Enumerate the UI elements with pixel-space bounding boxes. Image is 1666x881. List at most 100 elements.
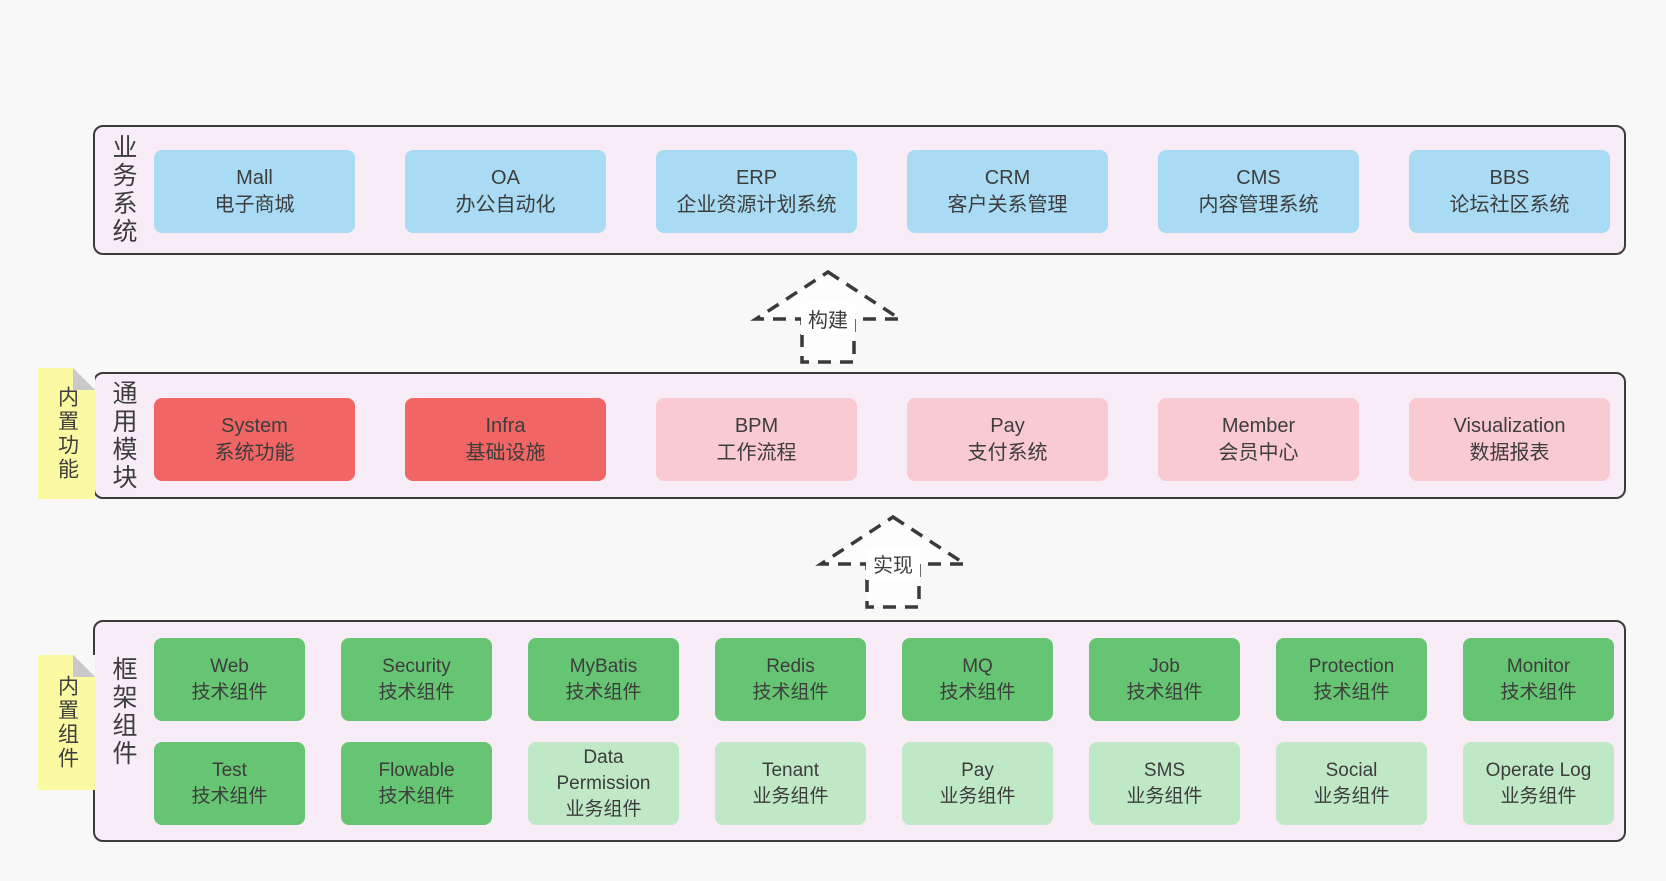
box-title: ERP <box>735 166 778 189</box>
box-mybatis: MyBatis 技术组件 <box>528 638 679 721</box>
band-framework-components: 框架组件 Web 技术组件 Security 技术组件 MyBatis 技术组件… <box>93 620 1626 842</box>
box-title: Pay <box>990 414 1025 437</box>
box-title: Redis <box>766 655 815 677</box>
framework-components-row-2: Test 技术组件 Flowable 技术组件 Data Permission … <box>154 742 1614 825</box>
band-label-business-systems: 业务系统 <box>109 134 137 246</box>
box-title: CMS <box>1236 166 1281 189</box>
band-common-modules: 通用模块 System 系统功能 Infra 基础设施 BPM 工作流程 Pay… <box>93 372 1626 499</box>
box-mq: MQ 技术组件 <box>902 638 1053 721</box>
box-title: Infra <box>485 414 526 437</box>
box-subtitle: 业务组件 <box>565 798 642 820</box>
box-data-permission: Data Permission 业务组件 <box>528 742 679 825</box>
box-title: OA <box>491 166 520 189</box>
box-subtitle: 支付系统 <box>967 441 1048 464</box>
box-subtitle: 技术组件 <box>752 681 829 703</box>
box-subtitle: 业务组件 <box>939 785 1016 807</box>
sticky-note-builtin-features: 内置功能 <box>38 368 95 499</box>
box-title: Test <box>212 759 247 781</box>
box-visualization: Visualization 数据报表 <box>1409 398 1610 481</box>
box-subtitle: 技术组件 <box>1500 681 1577 703</box>
box-subtitle: 业务组件 <box>1126 785 1203 807</box>
box-security: Security 技术组件 <box>341 638 492 721</box>
box-subtitle: 技术组件 <box>378 785 455 807</box>
folded-corner-icon <box>73 368 95 390</box>
box-subtitle: 系统功能 <box>214 441 295 464</box>
box-social: Social 业务组件 <box>1276 742 1427 825</box>
box-subtitle: 技术组件 <box>565 681 642 703</box>
box-title: Monitor <box>1506 655 1571 677</box>
box-oa: OA 办公自动化 <box>405 150 606 233</box>
band-label-common-modules: 通用模块 <box>109 379 137 492</box>
box-redis: Redis 技术组件 <box>715 638 866 721</box>
box-title: MQ <box>962 655 993 677</box>
box-tenant: Tenant 业务组件 <box>715 742 866 825</box>
box-subtitle: 业务组件 <box>752 785 829 807</box>
folded-corner-icon <box>73 655 95 677</box>
box-pay-business: Pay 业务组件 <box>902 742 1053 825</box>
box-crm: CRM 客户关系管理 <box>907 150 1108 233</box>
sticky-note-text: 内置组件 <box>55 674 79 771</box>
box-title: BPM <box>734 414 779 437</box>
box-test: Test 技术组件 <box>154 742 305 825</box>
box-cms: CMS 内容管理系统 <box>1158 150 1359 233</box>
band-label-framework-components: 框架组件 <box>109 656 137 768</box>
box-protection: Protection 技术组件 <box>1276 638 1427 721</box>
box-title: Member <box>1221 414 1296 437</box>
box-subtitle: 业务组件 <box>1500 785 1577 807</box>
box-title: MyBatis <box>569 655 638 677</box>
box-title: Flowable <box>378 759 455 781</box>
arrow-build: 构建 <box>748 269 908 365</box>
box-web: Web 技术组件 <box>154 638 305 721</box>
box-monitor: Monitor 技术组件 <box>1463 638 1614 721</box>
business-systems-row: Mall 电子商城 OA 办公自动化 ERP 企业资源计划系统 CRM 客户关系… <box>154 150 1610 233</box>
box-system: System 系统功能 <box>154 398 355 481</box>
box-job: Job 技术组件 <box>1089 638 1240 721</box>
box-subtitle: 数据报表 <box>1469 441 1550 464</box>
box-infra: Infra 基础设施 <box>405 398 606 481</box>
arrow-build-label: 构建 <box>801 302 855 335</box>
box-subtitle: 论坛社区系统 <box>1449 193 1570 216</box>
box-subtitle: 技术组件 <box>1126 681 1203 703</box>
box-title: Tenant <box>761 759 820 781</box>
box-subtitle: 技术组件 <box>191 785 268 807</box>
box-title: Visualization <box>1453 414 1566 437</box>
band-business-systems: 业务系统 Mall 电子商城 OA 办公自动化 ERP 企业资源计划系统 CRM… <box>93 125 1626 255</box>
box-subtitle: 技术组件 <box>378 681 455 703</box>
sticky-note-builtin-components: 内置组件 <box>38 655 95 790</box>
box-subtitle: 业务组件 <box>1313 785 1390 807</box>
box-title: Web <box>210 655 249 677</box>
box-title: Job <box>1149 655 1180 677</box>
box-subtitle: 技术组件 <box>1313 681 1390 703</box>
box-title: Social <box>1325 759 1378 781</box>
box-title: Mall <box>236 166 273 189</box>
box-flowable: Flowable 技术组件 <box>341 742 492 825</box>
box-subtitle: 电子商城 <box>214 193 295 216</box>
arrow-implement-label: 实现 <box>866 547 920 580</box>
box-sms: SMS 业务组件 <box>1089 742 1240 825</box>
box-pay: Pay 支付系统 <box>907 398 1108 481</box>
box-title: Operate Log <box>1485 759 1592 781</box>
common-modules-row: System 系统功能 Infra 基础设施 BPM 工作流程 Pay 支付系统… <box>154 398 1610 481</box>
box-subtitle: 会员中心 <box>1218 441 1299 464</box>
box-member: Member 会员中心 <box>1158 398 1359 481</box>
box-title: System <box>221 414 288 437</box>
box-bpm: BPM 工作流程 <box>656 398 857 481</box>
box-title: CRM <box>984 166 1031 189</box>
box-title: Protection <box>1308 655 1395 677</box>
box-title: Pay <box>961 759 994 781</box>
framework-components-row-1: Web 技术组件 Security 技术组件 MyBatis 技术组件 Redi… <box>154 638 1614 721</box>
box-title: Data Permission <box>556 746 651 794</box>
box-subtitle: 基础设施 <box>465 441 546 464</box>
box-title: SMS <box>1143 759 1186 781</box>
box-bbs: BBS 论坛社区系统 <box>1409 150 1610 233</box>
arrow-implement: 实现 <box>813 514 973 610</box>
box-subtitle: 内容管理系统 <box>1198 193 1319 216</box>
box-title: BBS <box>1489 166 1530 189</box>
box-erp: ERP 企业资源计划系统 <box>656 150 857 233</box>
box-operate-log: Operate Log 业务组件 <box>1463 742 1614 825</box>
box-subtitle: 技术组件 <box>939 681 1016 703</box>
box-subtitle: 办公自动化 <box>455 193 556 216</box>
box-title: Security <box>382 655 451 677</box>
box-subtitle: 工作流程 <box>716 441 797 464</box>
